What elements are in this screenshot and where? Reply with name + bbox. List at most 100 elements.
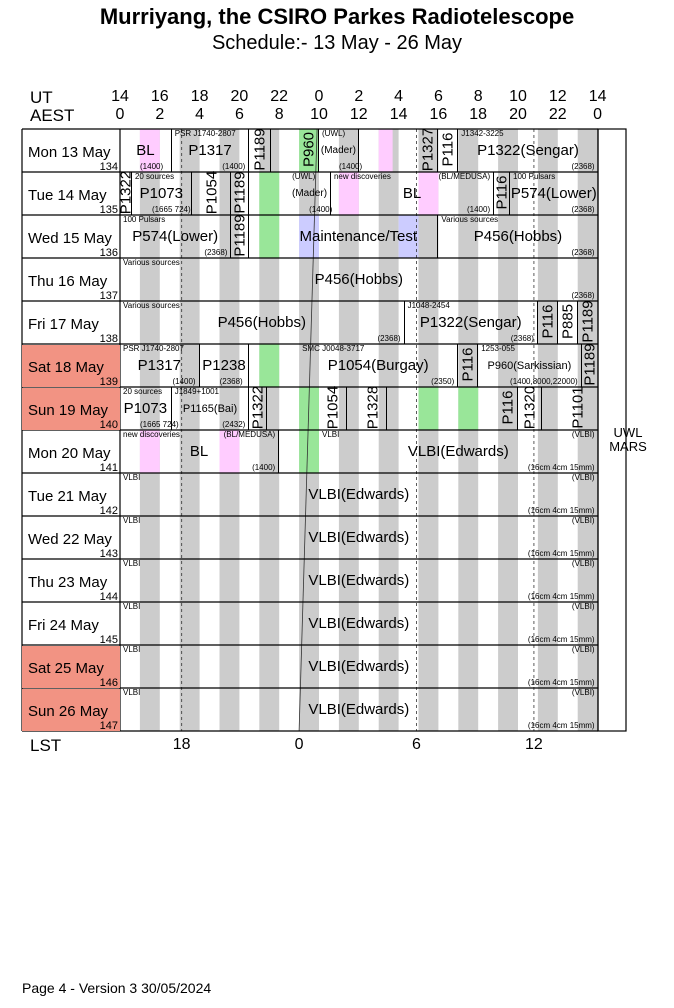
block-note-topright: (VLBI) [571, 602, 595, 611]
block-main-label: P1322(Sengar) [419, 314, 522, 331]
day-number: 147 [99, 720, 118, 732]
block-main-label: P456(Hobbs) [217, 314, 306, 331]
block-note-bottomleft: (1400) [309, 205, 333, 214]
schedule-block: (Mader)(UWL)(1400) [289, 172, 333, 215]
side-note-line1: UWL [613, 425, 643, 440]
colour-band [418, 387, 439, 430]
aest-tick: 16 [429, 106, 448, 123]
block-note-bottomright: (16cm 4cm 15mm) [527, 463, 595, 472]
day-number: 143 [99, 548, 118, 560]
block-note-topleft: PSR J1740-2807 [174, 129, 236, 138]
ut-axis-label: UT [30, 88, 53, 107]
block-note-bottomright: (16cm 4cm 15mm) [527, 635, 595, 644]
block-main-label: P1165(Bai) [182, 403, 238, 415]
schedule-block: P1322(Sengar)J1048-2454(2368) [405, 301, 538, 344]
schedule-block: P1327 [419, 128, 439, 172]
block-vertical-label: P1320 [521, 385, 539, 430]
block-note-topright: (BL/MEDUSA) [223, 430, 276, 439]
block-main-label: BL [136, 142, 155, 159]
schedule-block: VLBI(Edwards)VLBI(VLBI)(16cm 4cm 15mm) [120, 473, 598, 516]
day-number: 136 [99, 247, 118, 259]
schedule-block: P1189 [231, 214, 250, 258]
block-note-bottomright: (1400) [172, 377, 196, 386]
colour-band [219, 430, 240, 473]
block-note-topleft: VLBI [123, 559, 141, 568]
day-name: Sun 26 May [28, 703, 109, 720]
ut-tick: 0 [314, 88, 324, 105]
schedule-block: P456(Hobbs)Various sources(2368) [120, 258, 598, 301]
block-main-label: VLBI(Edwards) [308, 658, 410, 675]
schedule-subtitle: Schedule:- 13 May - 26 May [211, 32, 463, 54]
block-main-label: P574(Lower) [132, 228, 219, 245]
block-vertical-label: P885 [559, 303, 577, 340]
block-note-topleft: (UWL) [292, 172, 316, 181]
aest-tick: 2 [155, 106, 165, 123]
schedule-block: P960 [299, 129, 319, 172]
aest-tick: 14 [389, 106, 408, 123]
ut-tick: 20 [230, 88, 249, 105]
block-note-bottomright: (16cm 4cm 15mm) [527, 506, 595, 515]
schedule-block: P1189 [249, 128, 272, 172]
colour-band [458, 387, 479, 430]
block-note-bottomright: (16cm 4cm 15mm) [527, 592, 595, 601]
schedule-block: P960(Sarkissian)1253-055(1400,8000,22000… [478, 344, 582, 387]
day-name: Wed 22 May [28, 531, 112, 548]
schedule-block: P574(Lower)100 Pulsars(2368) [510, 172, 598, 215]
ut-tick: 14 [111, 88, 129, 105]
schedule-block: VLBI(Edwards)VLBI(VLBI)(16cm 4cm 15mm) [120, 645, 598, 688]
block-note-topleft: new discoveries [123, 430, 180, 439]
aest-axis-label: AEST [30, 106, 75, 125]
ut-tick: 4 [394, 88, 404, 105]
block-note-bottomright: (1400,8000,22000) [510, 377, 578, 386]
ut-tick: 10 [509, 88, 527, 105]
block-vertical-label: P1189 [251, 128, 269, 171]
day-number: 135 [99, 204, 118, 216]
colour-band [259, 344, 280, 387]
block-note-bottomright: (2432) [222, 420, 246, 429]
colour-band [259, 215, 280, 258]
block-note-topright: (VLBI) [571, 516, 595, 525]
block-note-bottomright: (2350) [431, 377, 455, 386]
schedule-block: VLBI(Edwards)VLBI(VLBI)(16cm 4cm 15mm) [120, 559, 598, 602]
block-main-label: P1322(Sengar) [477, 142, 579, 159]
block-vertical-label: P116 [493, 175, 511, 210]
block-main-label: P1238 [202, 357, 246, 374]
block-note-topright: (VLBI) [571, 473, 595, 482]
ut-tick: 16 [150, 88, 169, 105]
schedule-block: P116 [438, 129, 459, 172]
block-note-topleft: SMC J0048-3717 [302, 344, 365, 353]
block-main-label: VLBI(Edwards) [308, 572, 410, 589]
block-main-label: VLBI(Edwards) [308, 615, 410, 632]
block-main-label: VLBI(Edwards) [308, 701, 410, 718]
schedule-block: BL (1400) [120, 129, 172, 172]
schedule-block: P456(Hobbs)Various sources(2368) [438, 215, 597, 258]
schedule-block: P1320 [518, 385, 542, 430]
aest-tick: 6 [234, 106, 244, 123]
schedule-block: P116 [493, 172, 511, 215]
block-note-topright: (VLBI) [571, 688, 595, 697]
schedule-block: P1189 [578, 300, 598, 344]
block-note-topleft: 100 Pulsars [513, 172, 556, 181]
schedule-block: VLBI(Edwards)VLBI(VLBI)(16cm 4cm 15mm) [120, 516, 598, 559]
aest-tick: 4 [195, 106, 205, 123]
block-note-bottomleft: (1400) [339, 162, 363, 171]
block-note-bottomleft: (1400) [140, 162, 164, 171]
day-number: 142 [99, 505, 118, 517]
block-note-bottomright: (2368) [571, 205, 595, 214]
aest-tick: 12 [349, 106, 368, 123]
block-note-bottomright: (16cm 4cm 15mm) [527, 721, 595, 730]
block-note-topleft: Various sources [123, 301, 180, 310]
schedule-block: P1165(Bai)J1849+1001(2432) [172, 387, 250, 430]
day-name: Wed 15 May [28, 230, 112, 247]
block-vertical-label: P116 [539, 304, 557, 339]
day-name: Thu 16 May [28, 273, 108, 290]
